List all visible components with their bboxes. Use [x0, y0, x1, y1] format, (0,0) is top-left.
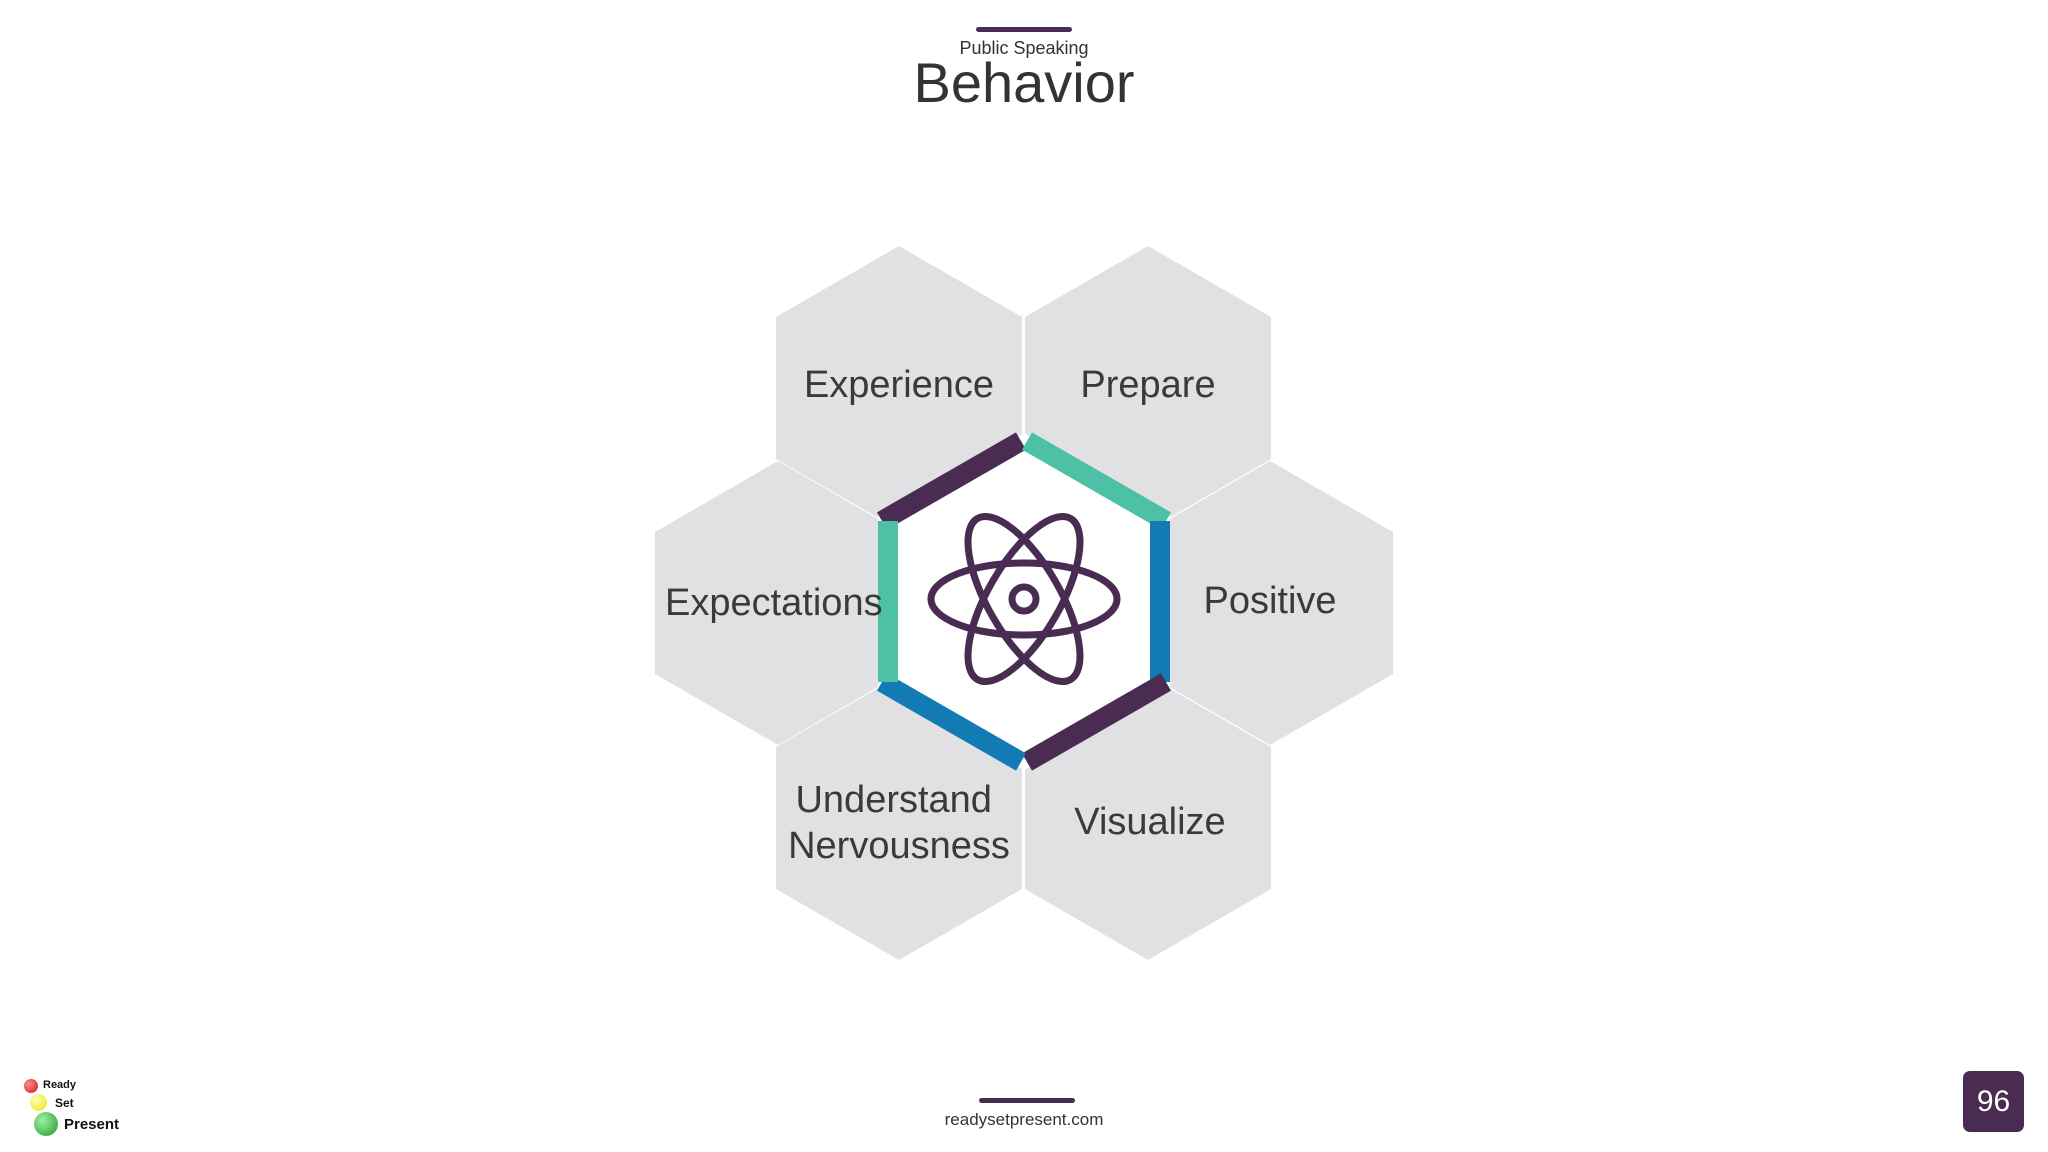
hexagon-label-experience: Experience — [804, 364, 994, 406]
footer-accent-rule — [979, 1098, 1075, 1103]
hexagon-label-visualize: Visualize — [1074, 801, 1225, 843]
slide-subtitle: Public Speaking — [959, 38, 1089, 58]
logo-word: Ready — [43, 1079, 77, 1091]
hexagon-label-understand-nervousness: Understand Nervousness — [788, 779, 1010, 867]
atom-orbit — [964, 512, 1084, 686]
title-accent-rule — [976, 27, 1072, 32]
hexagon-positive — [1147, 461, 1393, 745]
hexagon-experience — [776, 246, 1022, 530]
hexagon-label-prepare: Prepare — [1080, 364, 1215, 406]
center-hexagon-fill — [878, 433, 1170, 770]
hexagon-understand-nervousness — [776, 676, 1022, 960]
center-hexagon — [877, 432, 1171, 771]
logo-red-dot — [24, 1079, 38, 1093]
hexagon-label-expectations: Expectations — [665, 582, 883, 624]
hexagon-label-positive: Positive — [1203, 580, 1336, 622]
logo-yellow-dot — [30, 1094, 47, 1111]
ring-segment-bottom-right — [1022, 673, 1171, 771]
hexagon-expectations — [655, 461, 900, 745]
logo-green-dot — [34, 1112, 58, 1136]
hexagon-visualize — [1025, 676, 1271, 960]
footer-url: readysetpresent.com — [944, 1110, 1104, 1129]
atom-orbit — [927, 559, 1121, 639]
atom-nucleus — [1008, 583, 1040, 615]
ring-segment-bottom-left — [877, 673, 1026, 771]
ring-segment-top-right — [1022, 432, 1171, 530]
logo-word: Set — [55, 1096, 74, 1110]
page-number-badge: 96 — [1963, 1071, 2024, 1132]
atom-orbit — [964, 512, 1084, 686]
slide-title: Behavior — [913, 51, 1135, 114]
atom-icon — [927, 512, 1121, 686]
hexagon-prepare — [1025, 246, 1271, 530]
logo-word: Present — [64, 1116, 120, 1133]
ring-segment-top-left — [877, 432, 1026, 530]
ready-set-present-logo: Ready Set Present — [22, 1076, 132, 1138]
